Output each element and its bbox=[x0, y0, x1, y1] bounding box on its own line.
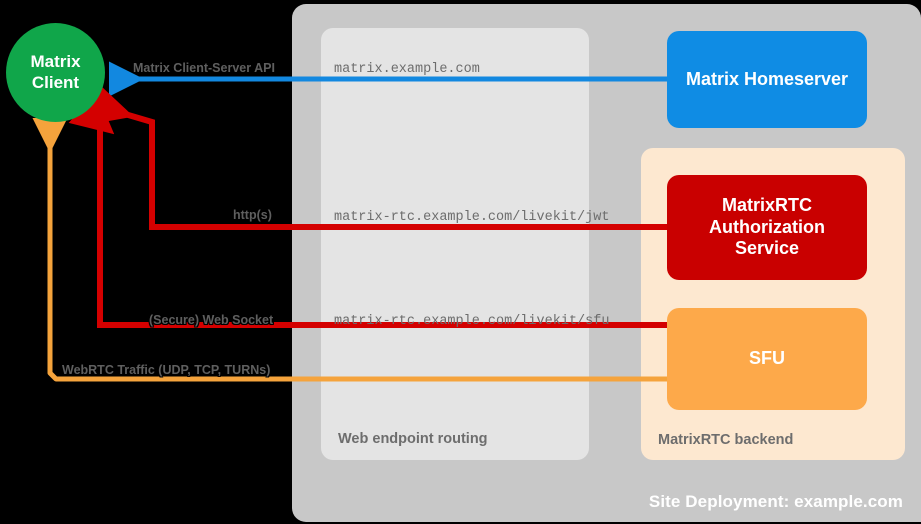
matrix-homeserver-label: Matrix Homeserver bbox=[685, 68, 849, 89]
webrtc-traffic-label: WebRTC Traffic (UDP, TCP, TURNs) bbox=[62, 363, 271, 377]
authorization-service-label-line1: MatrixRTC bbox=[721, 194, 812, 215]
secure-web-socket-label: (Secure) Web Socket bbox=[149, 313, 274, 327]
matrix-homeserver-node[interactable]: Matrix Homeserver bbox=[667, 31, 867, 128]
matrix-client-label-line2: Client bbox=[31, 72, 80, 92]
matrixrtc-authorization-service-node[interactable]: MatrixRTC Authorization Service bbox=[667, 175, 867, 280]
matrixrtc-backend-label: MatrixRTC backend bbox=[658, 432, 794, 448]
matrix-client-server-api-label: Matrix Client-Server API bbox=[133, 61, 275, 75]
web-endpoint-routing-label: Web endpoint routing bbox=[338, 431, 488, 447]
matrix-client-label-line1: Matrix bbox=[30, 51, 81, 71]
authorization-service-label-line3: Service bbox=[734, 238, 800, 259]
site-deployment-label: Site Deployment: example.com bbox=[648, 492, 903, 511]
matrix-endpoint-url: matrix.example.com bbox=[334, 62, 480, 77]
authorization-service-label-line2: Authorization bbox=[709, 216, 825, 237]
https-label: http(s) bbox=[233, 208, 272, 222]
matrix-client-node[interactable]: Matrix Client bbox=[6, 23, 105, 122]
sfu-node[interactable]: SFU bbox=[667, 308, 867, 410]
jwt-endpoint-url: matrix-rtc.example.com/livekit/jwt bbox=[334, 210, 610, 225]
sfu-label: SFU bbox=[749, 348, 785, 369]
web-endpoint-routing-panel: Web endpoint routing bbox=[321, 28, 589, 460]
sfu-endpoint-url: matrix-rtc.example.com/livekit/sfu bbox=[334, 314, 610, 329]
